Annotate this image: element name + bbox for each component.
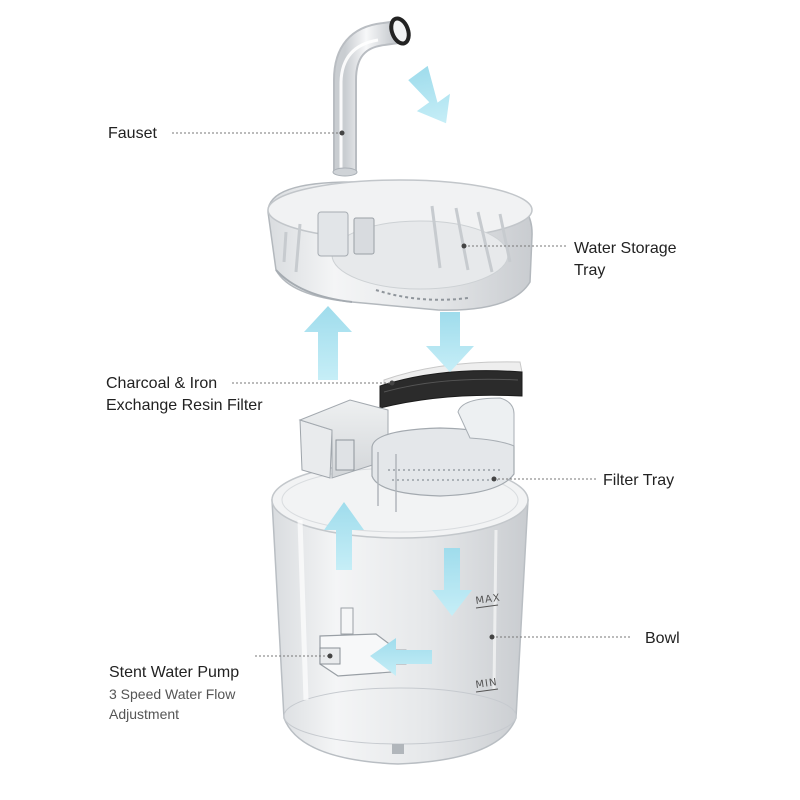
label-water-storage-tray-line1: Water Storage [574,240,677,257]
flow-arrow-up-left [304,306,352,380]
bowl-part [271,461,529,765]
flow-arrows [304,65,474,676]
flow-arrow-into-pump [370,638,432,676]
flow-arrow-down-bowl [432,548,472,616]
bowl-level-marks: MAX MIN [475,593,502,693]
label-pump-sub-line2: Adjustment [109,706,180,722]
label-bowl: Bowl [645,630,680,647]
faucet-part [332,16,411,177]
label-water-storage-tray-line2: Tray [574,262,606,279]
label-pump-title: Stent Water Pump [109,664,240,681]
label-filter-tray: Filter Tray [603,472,675,489]
flow-arrow-up-tube [324,502,364,570]
charcoal-filter-part [379,361,523,409]
label-filter-line2: Exchange Resin Filter [106,397,263,414]
flow-arrow-faucet-out [408,65,450,124]
label-faucet: Fauset [108,125,157,142]
label-pump-sub-line1: 3 Speed Water Flow [109,686,236,702]
flow-arrow-down-center [426,312,474,372]
water-storage-tray-part [267,179,533,311]
max-mark: MAX [475,593,502,607]
leader-lines [172,132,632,657]
label-filter-line1: Charcoal & Iron [106,375,218,392]
min-mark: MIN [475,677,498,691]
leader-dots [327,130,497,659]
filter-tray-part [298,397,515,512]
